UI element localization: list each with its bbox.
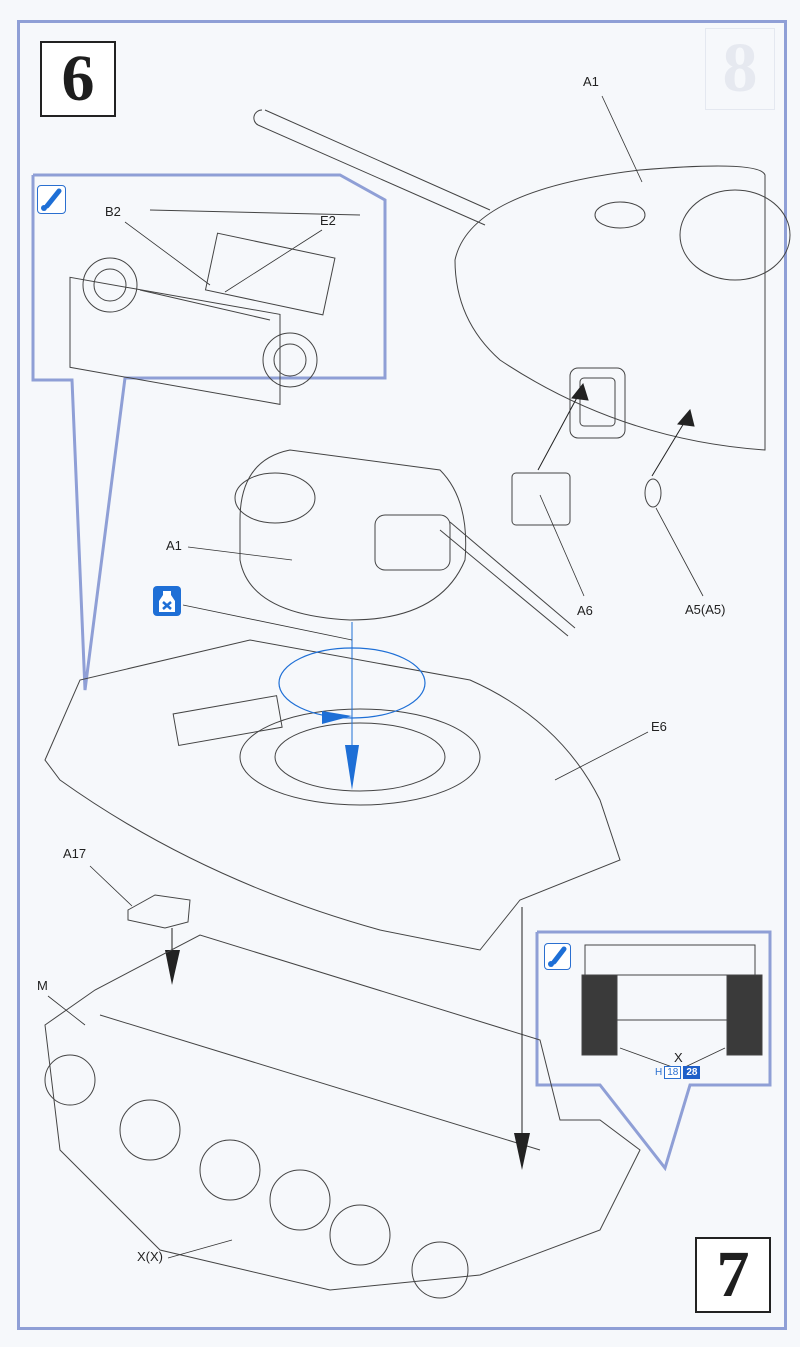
leader-lines <box>47 95 726 1259</box>
part-label-a5: A5(A5) <box>685 602 726 617</box>
do-not-glue-icon <box>153 586 181 616</box>
part-label-a1: A1 <box>166 538 182 553</box>
track-code-prefix: H <box>655 1067 663 1078</box>
part-a6 <box>511 472 571 526</box>
rotate-arrow <box>322 711 352 724</box>
bottom-inset-frame <box>535 930 772 1172</box>
part-a17 <box>127 894 191 929</box>
track-option-18: 18 <box>664 1066 682 1079</box>
part-label-e6: E6 <box>651 719 667 734</box>
ghost-step-number: 8 <box>705 28 775 110</box>
hull-upper <box>44 639 621 951</box>
inset-front-view <box>581 944 763 1056</box>
a17-arrow <box>165 950 180 985</box>
step-number-7: 7 <box>695 1237 771 1313</box>
part-label-a17: A17 <box>63 846 87 861</box>
paint-brush-icon <box>544 943 571 970</box>
inset-hull-rear <box>69 209 361 405</box>
part-label-e2: E2 <box>320 213 336 228</box>
part-a5 <box>644 478 662 508</box>
step-frame <box>17 20 787 1330</box>
turret-closeup <box>253 109 791 451</box>
paint-brush-icon <box>37 185 66 214</box>
turret-drop-arrow <box>345 745 359 790</box>
part-label-a1-top: A1 <box>583 74 599 89</box>
top-inset-frame <box>31 173 387 691</box>
part-label-a6: A6 <box>577 603 593 618</box>
part-label-b2: B2 <box>105 204 121 219</box>
part-label-m: M <box>37 978 48 993</box>
track-option-28-selected: 28 <box>683 1066 701 1079</box>
part-label-x-x: X(X) <box>137 1249 163 1264</box>
step-number-6: 6 <box>40 41 116 117</box>
hull-drop-arrow <box>514 1133 530 1170</box>
part-label-x: X <box>674 1050 683 1065</box>
turret-exploded <box>234 449 576 637</box>
track-option-code: H 18 28 <box>655 1066 701 1079</box>
placement-arrows <box>537 382 695 477</box>
lower-hull <box>44 934 641 1299</box>
